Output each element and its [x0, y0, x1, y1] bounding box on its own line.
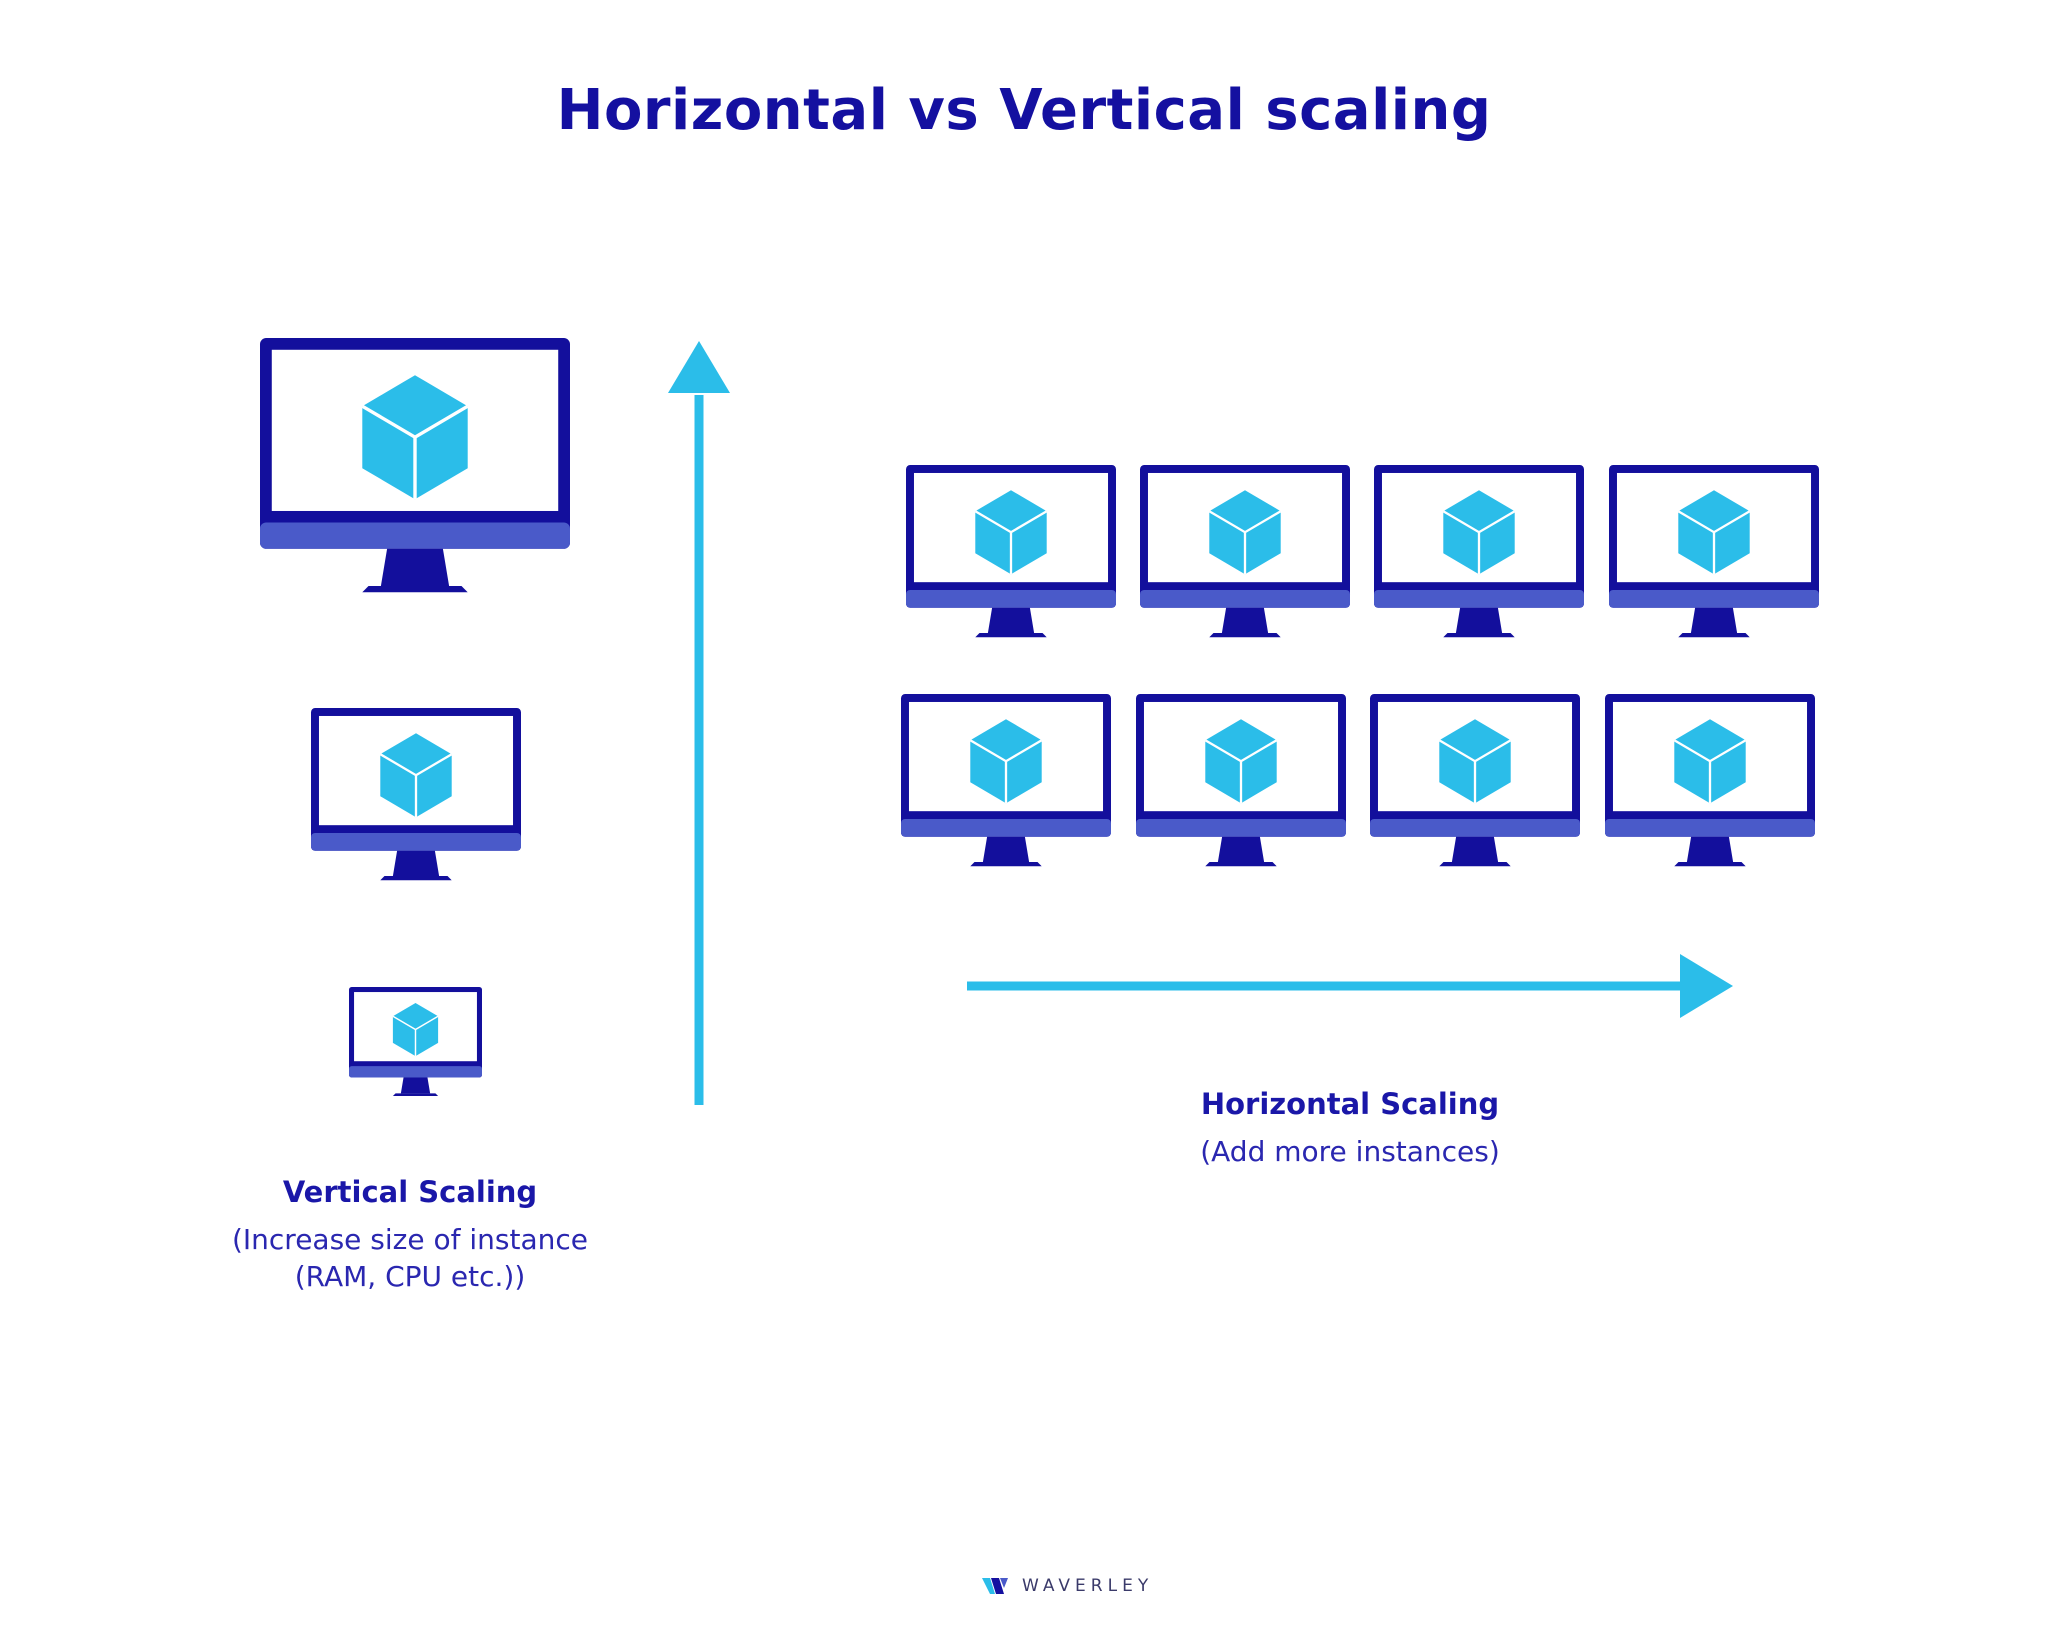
vertical-arrow-icon	[668, 341, 730, 1105]
diagram-title: Horizontal vs Vertical scaling	[556, 78, 1492, 143]
medium-server-monitor	[309, 706, 523, 882]
server-monitor	[1603, 692, 1817, 868]
vertical-scaling-label: Vertical Scaling	[282, 1175, 538, 1209]
horizontal-arrow-icon	[967, 954, 1733, 1018]
vertical-scaling-caption: Vertical Scaling (Increase size of insta…	[230, 1175, 590, 1295]
brand-name: WAVERLEY	[1022, 1576, 1154, 1596]
horizontal-scaling-caption: Horizontal Scaling (Add more instances)	[1150, 1087, 1550, 1170]
server-monitor	[1607, 463, 1821, 639]
server-monitor	[899, 692, 1113, 868]
brand-logo: WAVERLEY	[982, 1576, 1153, 1596]
server-monitor	[1134, 692, 1348, 868]
vertical-scaling-description: (Increase size of instance (RAM, CPU etc…	[231, 1223, 588, 1293]
server-monitor	[1368, 692, 1582, 868]
small-server-monitor	[348, 986, 483, 1097]
horizontal-scaling-label: Horizontal Scaling	[1200, 1087, 1500, 1121]
server-monitor	[1138, 463, 1352, 639]
large-server-monitor	[258, 336, 572, 594]
horizontal-scaling-description: (Add more instances)	[1200, 1135, 1500, 1168]
server-monitor	[904, 463, 1118, 639]
waverley-logo-icon	[982, 1578, 1008, 1594]
server-monitor	[1372, 463, 1586, 639]
server-grid	[899, 463, 1821, 868]
